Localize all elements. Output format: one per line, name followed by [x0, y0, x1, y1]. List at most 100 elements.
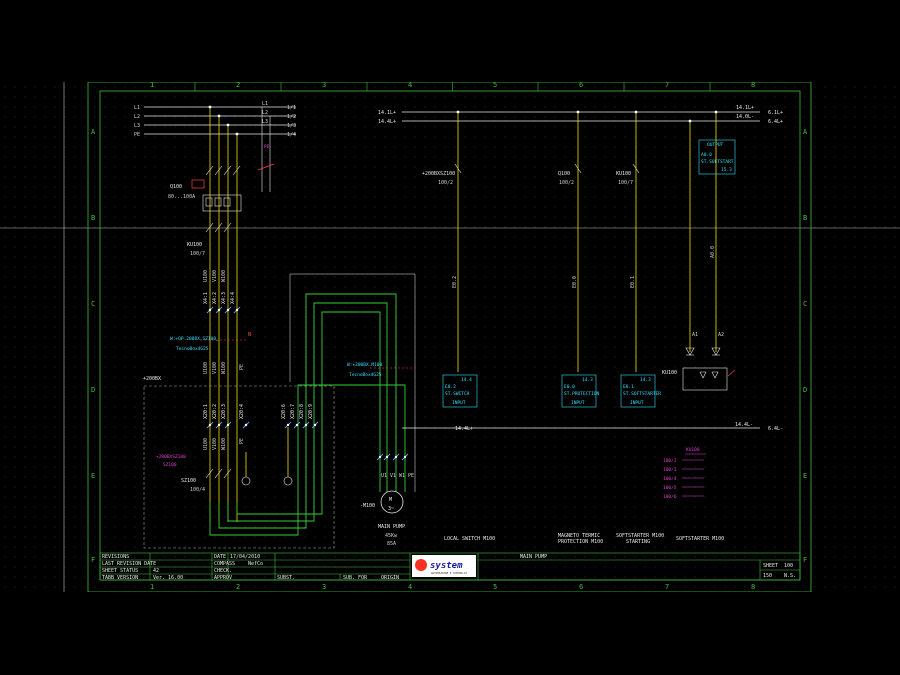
- contact2-tag: Q100: [558, 171, 570, 177]
- motor-terminal-u1: U1: [381, 473, 387, 479]
- terminal-x20-7: X20:7: [290, 404, 296, 419]
- title-block-label-4: TABB VERSION: [102, 575, 138, 581]
- contact1-tag: +200BXSZ100: [422, 171, 455, 177]
- local-switch-desc2: SZ100: [163, 462, 177, 468]
- title-block-mid-label-1: DATE: [214, 554, 226, 560]
- column-label-1-bottom: 1: [150, 583, 154, 591]
- phase-name-l1: L1: [262, 101, 268, 107]
- cable1-tag: W:+QP.2008X.SZ100_: [170, 336, 219, 342]
- sheet-number: 100: [784, 563, 793, 569]
- plc-input-1-foot: INPUT: [452, 400, 466, 406]
- contact-table-row-1: 100/2: [663, 458, 677, 464]
- column-label-4-top: 4: [408, 82, 412, 89]
- plc-input-3-desc: ST.SOFTSTARTER: [623, 391, 661, 397]
- contact-table-row-4: 100/5: [663, 485, 677, 491]
- column-label-7-bottom: 7: [665, 583, 669, 591]
- terminal-x20-6: X20:6: [281, 404, 287, 419]
- motor-letter: M: [389, 497, 392, 503]
- desc-softstarter: SOFTSTARTER M100: [676, 536, 724, 542]
- contact1-ref: 100/2: [438, 180, 453, 186]
- box-tag: +200BX: [143, 376, 161, 382]
- logo-box: [412, 555, 476, 577]
- cable-name-pe-b: PE: [239, 364, 245, 370]
- contact-table-row-3: 100/4: [663, 476, 677, 482]
- terminal-x4-4: X4:4: [230, 292, 236, 304]
- plc-input-2-foot: INPUT: [571, 400, 585, 406]
- title-block-value-3: 42: [153, 568, 159, 574]
- plc-output-addr: A0.0: [701, 152, 712, 158]
- pe-tag: PE: [264, 144, 270, 150]
- phase-ref-4: 1/4: [287, 132, 296, 138]
- phase-label-l2: L2: [134, 114, 140, 120]
- plc-input-1-desc: ST.SWITCH: [445, 391, 470, 397]
- breaker-range: 80...100A: [168, 194, 195, 200]
- plc-input-1: 14.4 E0.2 ST.SWITCH INPUT: [442, 374, 478, 408]
- sheet-label: SHEET: [763, 563, 778, 569]
- local-switch-desc: +200BXSZ100: [156, 454, 186, 460]
- motor-power: 45Kw: [385, 533, 398, 539]
- motor-tag: -M100: [360, 503, 375, 509]
- column-label-2-bottom: 2: [236, 583, 240, 591]
- cable-name-u100-a: U100: [203, 270, 209, 282]
- row-label-E-left: E: [91, 472, 95, 480]
- terminal-x4-1: X4:1: [203, 292, 209, 304]
- terminal-x20-1: X20:1: [203, 404, 209, 419]
- title-block-mid-label-3: CHECK.: [214, 568, 232, 574]
- plc-input-3: 14.3 E0.1 ST.SOFTSTARTER INPUT: [620, 374, 661, 408]
- bottom-bus-right-ref: 6.4L-: [768, 426, 783, 432]
- cable-name-u100-c: U100: [203, 438, 209, 450]
- terminal-x20-4: X20:4: [239, 404, 245, 419]
- row-label-F-left: F: [91, 556, 95, 564]
- phase-label-pe: PE: [134, 132, 140, 138]
- next-sheet-number: 150: [763, 573, 772, 579]
- contactor-tag: KU100: [187, 242, 202, 248]
- column-label-3-top: 3: [322, 82, 326, 89]
- cable-name-w100-b: W100: [221, 362, 227, 374]
- column-label-5-top: 5: [493, 82, 497, 89]
- contact-table-title: KU100: [686, 447, 700, 453]
- cable2-tag: W:+200BX.M100: [347, 362, 383, 368]
- plc-input-2-addr: E0.0: [564, 384, 575, 390]
- cable1-marker: N: [248, 332, 251, 338]
- cable-name-w100-a: W100: [221, 270, 227, 282]
- breaker-tag: Q100: [170, 184, 182, 190]
- row-label-B-left: B: [91, 214, 95, 222]
- phase-label-l3: L3: [134, 123, 140, 129]
- phase-label-l1: L1: [134, 105, 140, 111]
- title-block-subst: SUBST.: [277, 575, 295, 581]
- plc-input-2-desc: ST.PROTECTION: [564, 391, 600, 397]
- plc-input-2-header: 14.3: [582, 377, 593, 383]
- power-circuit: L1 L2 L3 PE L1 L2 L3 1/1 1/2 1/3 1/4 PE …: [134, 101, 416, 549]
- plc-output-header: OUTPUT: [707, 142, 724, 148]
- logo-mark: [415, 559, 427, 571]
- cable2-color: TecnoBox4G25: [349, 372, 382, 378]
- title-block-subfor: SUB. FOR: [343, 575, 368, 581]
- plc-output: OUTPUT A0.0 ST.SOFTSTART 15.3: [698, 139, 736, 175]
- row-label-A-left: A: [91, 128, 96, 136]
- title-block-author: NefCo: [248, 561, 263, 567]
- phase-name-l3: L3: [262, 119, 268, 125]
- contact3-ref: 100/7: [618, 180, 633, 186]
- column-label-8-bottom: 8: [751, 583, 755, 591]
- motor-name: MAIN PUMP: [378, 524, 405, 530]
- cable-name-w100-c: W100: [221, 438, 227, 450]
- title-block: [99, 552, 801, 581]
- plc-output-desc: ST.SOFTSTART: [701, 159, 734, 165]
- plc-output-value: 15.3: [721, 167, 732, 173]
- relay-tag: KU100: [662, 370, 677, 376]
- row-label-D-right: D: [803, 386, 807, 394]
- terminal-x20-2: X20:2: [212, 404, 218, 419]
- plc-input-3-addr: E0.1: [623, 384, 634, 390]
- relay-ku100: [682, 347, 728, 391]
- plc-input-3-foot: INPUT: [630, 400, 644, 406]
- row-label-A-right: A: [803, 128, 808, 136]
- bus1-right-ref: 6.1L+: [768, 110, 783, 116]
- plc-input-2: 14.3 E0.0 ST.PROTECTION INPUT: [561, 374, 600, 408]
- title-block-mid-label-4: APPROV: [214, 575, 232, 581]
- column-label-6-top: 6: [579, 82, 583, 89]
- title-block-date: 17/04/2010: [230, 554, 260, 560]
